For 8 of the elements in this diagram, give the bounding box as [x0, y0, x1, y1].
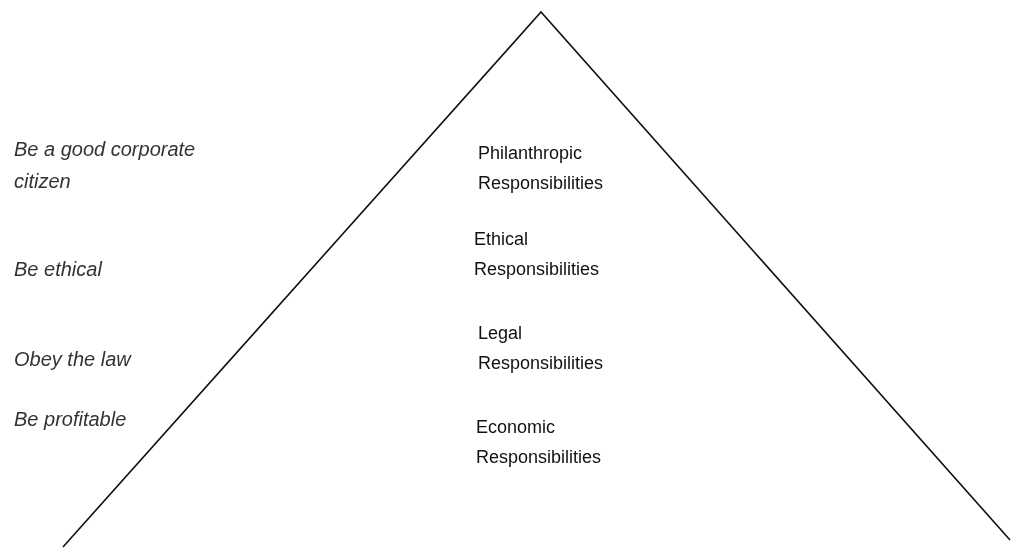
- side-label: Be profitable: [14, 407, 128, 432]
- side-label: Be ethical: [14, 257, 104, 282]
- layer-label: Philanthropic Responsibilities: [478, 142, 605, 195]
- layer-label: Legal Responsibilities: [478, 322, 605, 375]
- side-label: Be a good corporate citizen: [14, 137, 197, 194]
- layer-label: Ethical Responsibilities: [474, 228, 601, 281]
- side-label: Obey the law: [14, 347, 133, 372]
- layer-label: Economic Responsibilities: [476, 416, 603, 469]
